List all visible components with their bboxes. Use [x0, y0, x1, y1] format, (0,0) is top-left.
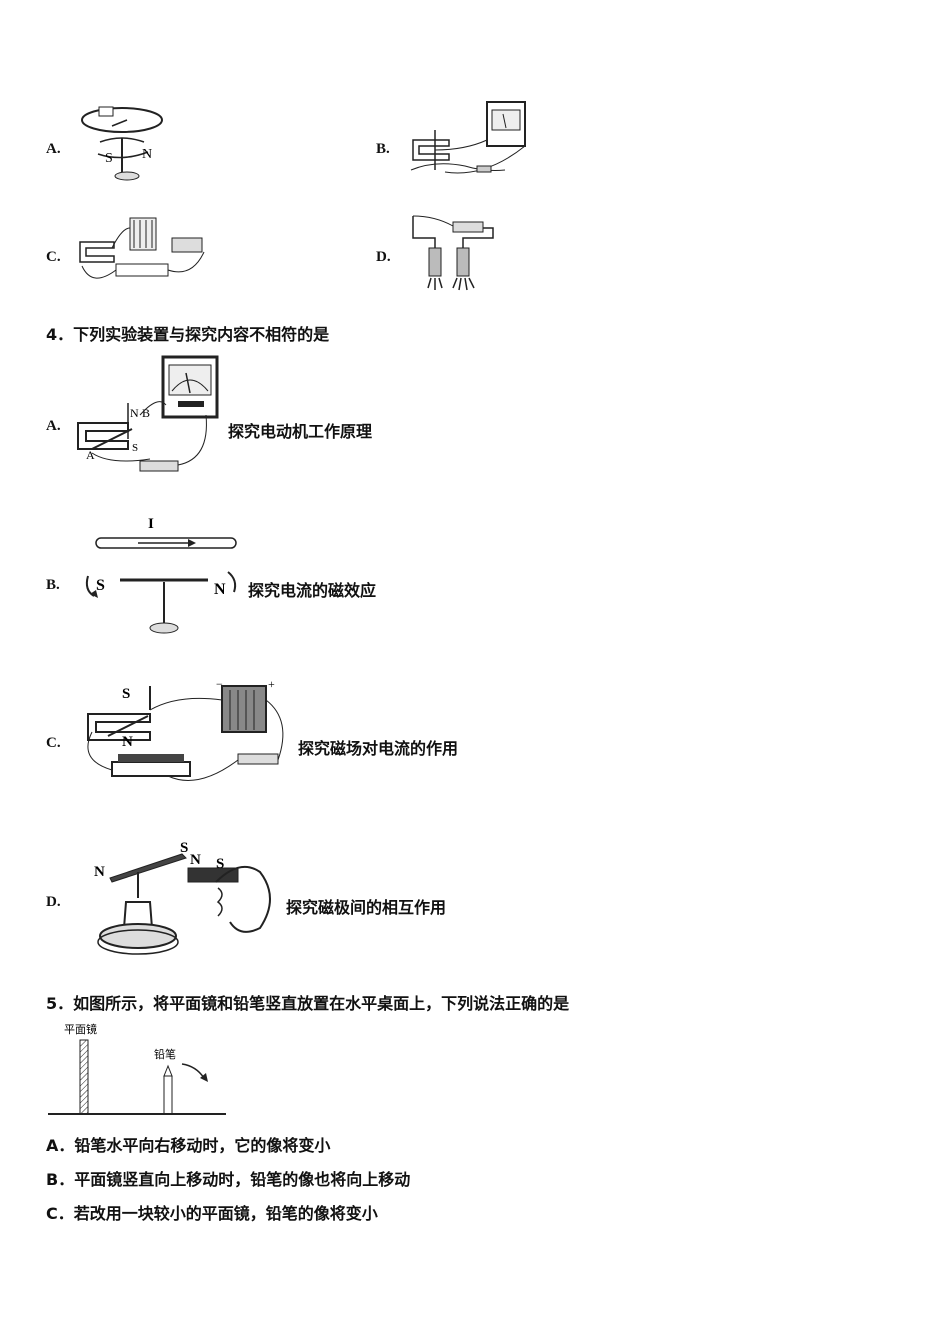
svg-text:N: N	[214, 581, 226, 598]
q3-option-a-label: A.	[46, 141, 61, 157]
question-4-stem: 4．下列实验装置与探究内容不相符的是	[46, 325, 330, 344]
q5-option-c: C．若改用一块较小的平面镜，铅笔的像将变小	[46, 1204, 378, 1223]
svg-text:S: S	[96, 577, 105, 594]
q3-figure-b-magnet-galvanometer	[410, 101, 526, 174]
mirror-label: 平面镜	[64, 1022, 97, 1036]
svg-text:S: S	[122, 686, 130, 702]
q4-option-b-caption: 探究电流的磁效应	[248, 581, 377, 600]
svg-text:N: N	[122, 734, 133, 750]
svg-text:N: N	[142, 147, 152, 162]
svg-text:A: A	[86, 448, 95, 462]
svg-text:+: +	[268, 680, 275, 691]
q5-figure-mirror-pencil: 平面镜 铅笔	[48, 1022, 226, 1115]
q4-figure-d-magnet-poles: N S N S	[94, 840, 271, 955]
q3-figure-d-electromagnets	[412, 215, 494, 291]
svg-text:S: S	[132, 442, 138, 454]
q4-figure-a-generator-setup: N B S A	[77, 355, 219, 472]
q5-option-a: A．铅笔水平向右移动时，它的像将变小	[46, 1136, 331, 1155]
q3-option-c-label: C.	[46, 249, 61, 265]
svg-text:I: I	[148, 516, 154, 532]
svg-text:S: S	[105, 151, 113, 166]
svg-text:N: N	[130, 406, 139, 420]
q4-option-a-caption: 探究电动机工作原理	[228, 422, 373, 441]
svg-text:B: B	[142, 406, 150, 420]
q3-option-d-label: D.	[376, 249, 391, 265]
q3-option-b-label: B.	[376, 141, 390, 157]
q4-option-c-caption: 探究磁场对电流的作用	[298, 739, 459, 758]
q4-option-c-label: C.	[46, 735, 61, 751]
q5-option-b: B．平面镜竖直向上移动时，铅笔的像也将向上移动	[46, 1170, 411, 1189]
q4-option-a-label: A.	[46, 418, 61, 434]
pencil-label: 铅笔	[154, 1047, 176, 1061]
q4-option-b-label: B.	[46, 577, 60, 593]
question-5-stem: 5．如图所示，将平面镜和铅笔竖直放置在水平桌面上，下列说法正确的是	[46, 994, 570, 1013]
q4-option-d-caption: 探究磁极间的相互作用	[286, 898, 447, 917]
svg-text:S: S	[216, 856, 224, 872]
q3-figure-a-loop-compass: S N	[81, 106, 163, 181]
svg-text:S: S	[180, 840, 188, 856]
q4-option-d-label: D.	[46, 894, 61, 910]
q3-figure-c-magnet-circuit	[79, 217, 205, 279]
q4-figure-c-magnetic-force-setup: S N − +	[87, 680, 284, 781]
svg-text:−: −	[216, 680, 223, 691]
svg-text:N: N	[94, 864, 105, 880]
q4-figure-b-oersted-experiment: I S N	[85, 516, 237, 634]
svg-text:N: N	[190, 852, 201, 868]
